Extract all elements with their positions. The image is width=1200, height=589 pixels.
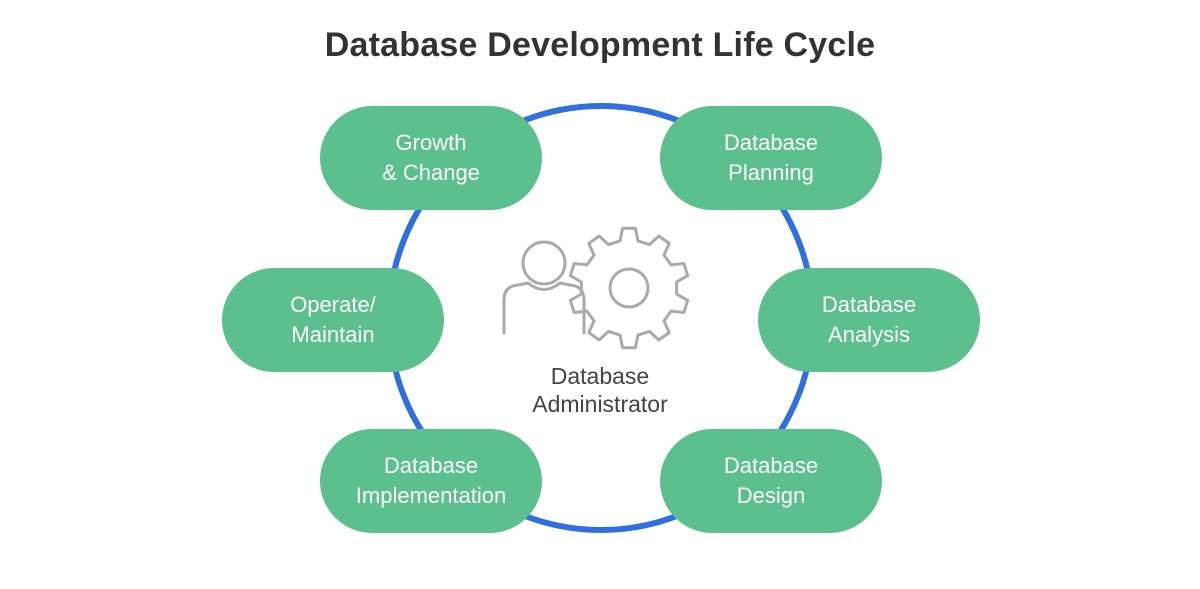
- center-label: Database Administrator: [450, 362, 750, 418]
- stage-label-line2: Analysis: [828, 322, 910, 347]
- stage-database-design[interactable]: Database Design: [660, 429, 882, 533]
- stage-label-line1: Database: [723, 130, 819, 155]
- stage-label-line2: & Change: [382, 160, 480, 185]
- center-label-line2: Administrator: [532, 391, 668, 417]
- stage-operate-maintain[interactable]: Operate/ Maintain: [222, 268, 444, 372]
- diagram-title: Database Development Life Cycle: [324, 26, 876, 64]
- gear-icon: [568, 226, 690, 350]
- stage-database-analysis[interactable]: Database Analysis: [758, 268, 980, 372]
- stage-database-implementation[interactable]: Database Implementation: [320, 429, 542, 533]
- stage-label-line2: Implementation: [355, 483, 507, 508]
- stage-label-line1: Database: [383, 453, 479, 478]
- person-head-icon: [521, 240, 567, 286]
- stage-growth-change[interactable]: Growth & Change: [320, 106, 542, 210]
- gear-hub-icon: [608, 267, 650, 309]
- stage-label-line1: Database: [723, 453, 819, 478]
- stage-label-line1: Operate/: [290, 292, 376, 317]
- stage-database-planning[interactable]: Database Planning: [660, 106, 882, 210]
- center-label-line1: Database: [550, 363, 650, 389]
- stage-label-line2: Planning: [728, 160, 814, 185]
- stage-label-line1: Growth: [395, 130, 467, 155]
- person-gear-icon: [502, 226, 690, 350]
- stage-label-line1: Database: [821, 292, 917, 317]
- stage-label-line2: Design: [736, 483, 806, 508]
- stage-label-line2: Maintain: [291, 322, 375, 347]
